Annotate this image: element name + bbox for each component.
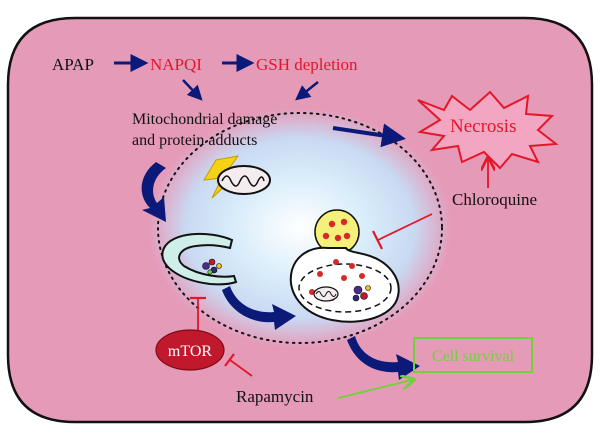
phagophore bbox=[161, 232, 238, 286]
inhibit-chloroquine-lysosome bbox=[372, 213, 433, 250]
inhibit-mtor-phagophore bbox=[190, 296, 206, 330]
mtor-node bbox=[155, 329, 225, 371]
necrosis-burst bbox=[417, 90, 559, 170]
label-gsh-depletion: GSH depletion bbox=[256, 55, 358, 74]
curved-arrow-phagophore-autophagosome bbox=[222, 286, 296, 330]
cell-survival-box bbox=[413, 337, 533, 373]
label-cell-survival: Cell survival bbox=[432, 348, 515, 365]
autolysosome bbox=[289, 246, 400, 323]
label-apap: APAP bbox=[52, 55, 94, 74]
arrow-rapamycin-survival bbox=[337, 380, 412, 399]
arrow-mito-necrosis bbox=[332, 123, 406, 148]
curved-arrow-autolysosome-survival bbox=[347, 336, 420, 380]
arrow-napqi-mito bbox=[182, 79, 203, 101]
curved-arrow-mito-phagophore bbox=[141, 162, 166, 222]
autophagy-boundary bbox=[157, 112, 443, 344]
mitochondrion-icon bbox=[217, 165, 271, 195]
label-mito-line1: Mitochondrial damage bbox=[132, 111, 277, 128]
inhibit-rapamycin-mtor bbox=[224, 353, 253, 377]
label-necrosis: Necrosis bbox=[450, 116, 516, 137]
arrow-gsh-mito bbox=[295, 81, 319, 101]
label-napqi: NAPQI bbox=[150, 55, 202, 74]
label-mito-line2: and protein adducts bbox=[132, 132, 257, 149]
label-mtor: mTOR bbox=[168, 343, 212, 360]
label-chloroquine: Chloroquine bbox=[452, 190, 537, 209]
label-rapamycin: Rapamycin bbox=[236, 387, 314, 406]
